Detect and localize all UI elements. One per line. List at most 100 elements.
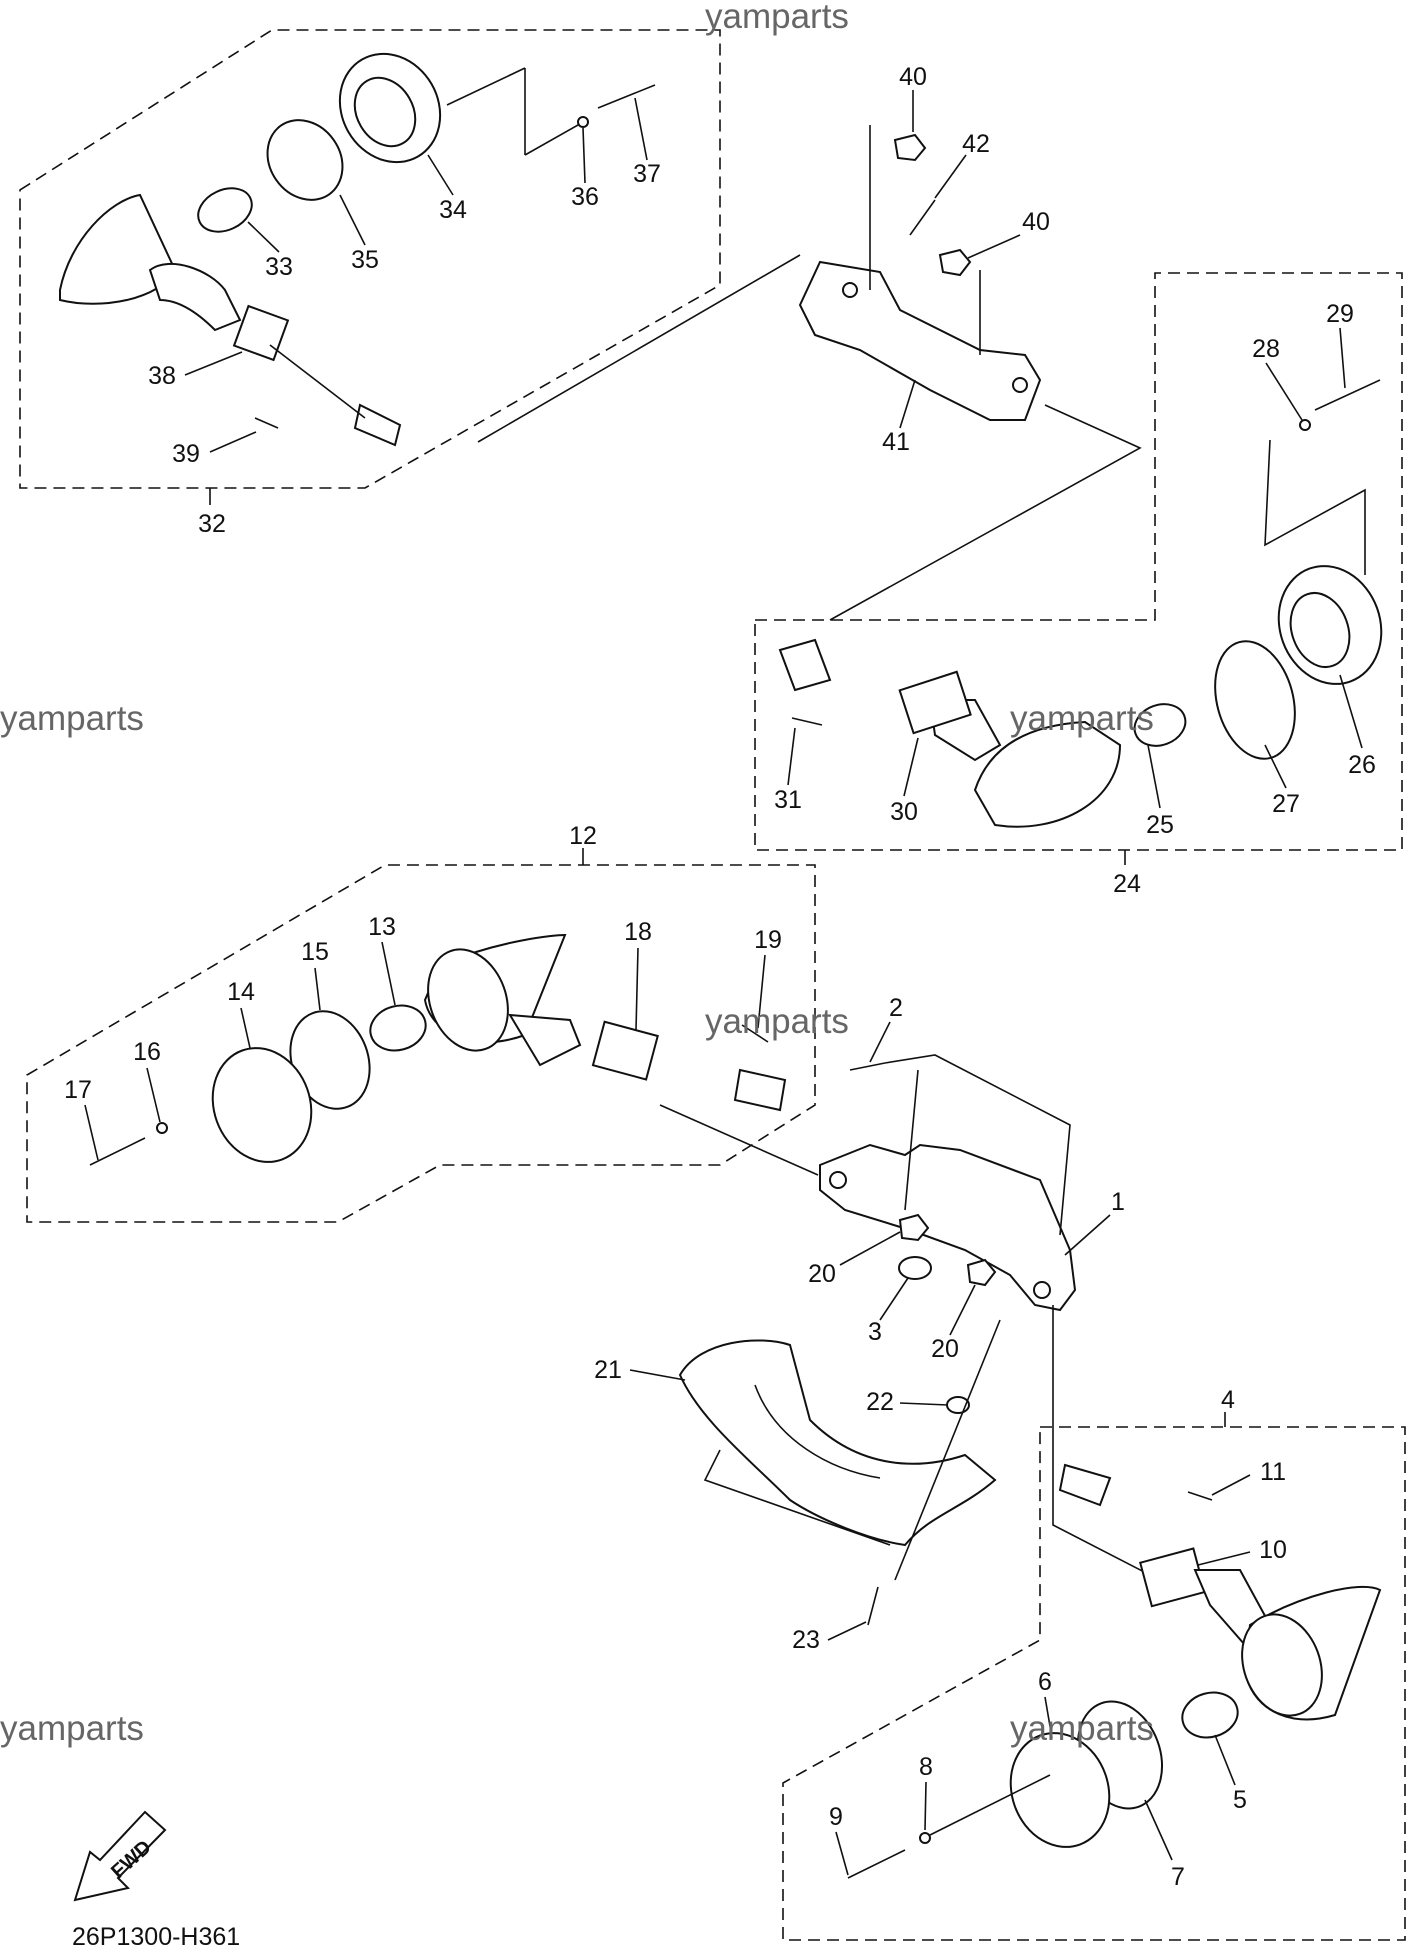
watermark-left-lower: yamparts [0,1709,144,1748]
callout-6: 6 [1038,1668,1052,1696]
callout-29: 29 [1326,300,1354,328]
collar-3 [898,1256,932,1280]
leader-c10 [1197,1551,1251,1566]
leader-c33 [247,221,280,253]
bulb-5 [1181,1691,1239,1739]
callout-9: 9 [829,1803,843,1831]
callout-39: 39 [172,440,200,468]
callout-21: 21 [594,1356,622,1384]
callout-36: 36 [571,183,599,211]
watermark-mid-right: yamparts [1010,699,1154,738]
leader-c18 [635,947,639,1031]
callout-42: 42 [962,130,990,158]
leader-c22 [899,1402,949,1406]
leader-c26 [1339,674,1363,749]
callout-27: 27 [1272,790,1300,818]
callout-22: 22 [866,1388,894,1416]
cover-21 [678,1339,997,1547]
callout-40a: 40 [899,63,927,91]
diagram-code: 26P1300-H361 [72,1923,240,1951]
bracket-1 [819,1143,1077,1312]
callout-28: 28 [1252,335,1280,363]
lens-face-4 [1241,1613,1323,1717]
callout-30: 30 [890,798,918,826]
callout-19: 19 [754,926,782,954]
washer-28 [1299,419,1311,431]
leader-c35 [339,194,366,246]
group-24-outline [754,272,1403,851]
leader-c34 [427,154,454,196]
bracket-30 [898,670,972,735]
callout-1: 1 [1111,1188,1125,1216]
callout-3: 3 [868,1318,882,1346]
screw-19 [741,1024,769,1043]
callout-40b: 40 [1022,208,1050,236]
leader-c17 [84,1104,99,1161]
leader-c23 [827,1621,867,1641]
bulb-13 [369,1004,427,1052]
leader-c9 [835,1831,849,1876]
lens-housing-24 [973,720,1122,828]
wire-lead [269,344,366,419]
nut-40-upper [893,133,927,162]
bolt-42 [909,199,936,236]
callout-38: 38 [148,362,176,390]
washer-8 [919,1832,931,1844]
callout-35: 35 [351,246,379,274]
turn-signal-assembly-12 [89,933,787,1166]
screw-37 [597,84,656,109]
group-4-outline [782,1426,1406,1941]
leader-c11 [1211,1474,1251,1496]
leader-c8 [924,1781,927,1831]
leader-c39 [209,431,257,453]
cover-leader [894,1319,1001,1581]
bracket-41-hole-a [842,282,858,298]
callout-37: 37 [633,160,661,188]
callout-25: 25 [1146,811,1174,839]
connector-plug-12 [733,1068,787,1112]
watermark-lower-right: yamparts [1010,1709,1154,1748]
forward-arrow: FWD [73,1810,167,1902]
leader-c42 [934,154,967,199]
callout-14: 14 [227,978,255,1006]
nut-20-upper [898,1213,930,1242]
leader-c20a [839,1231,901,1266]
leader-c36 [582,127,586,184]
callout-17: 17 [64,1076,92,1104]
nut-20-lower [966,1258,997,1287]
bolt-2 [849,1062,886,1071]
leader-c28 [1265,362,1303,421]
washer-16 [156,1122,168,1134]
bolt-assembly-leader-3 [524,124,579,156]
callout-10: 10 [1259,1536,1287,1564]
rim-26-inner [1289,592,1351,668]
callout-20b: 20 [931,1335,959,1363]
watermark-top: yamparts [705,0,849,36]
cover-assembly-21 [678,1319,1001,1626]
leader-c38 [184,351,243,376]
screw-29-leader [1264,439,1366,575]
lens-face-12 [427,948,509,1052]
leader-c40b [967,234,1021,259]
callout-11: 11 [1260,1458,1286,1486]
bracket-1-hole-b [1033,1281,1051,1299]
callout-33: 33 [265,253,293,281]
leader-c25 [1147,744,1161,809]
callout-12: 12 [569,822,597,850]
callout-5: 5 [1233,1786,1247,1814]
callout-41: 41 [882,428,910,456]
assembly-connection-32-41 [477,254,1142,621]
gasket-35 [266,119,344,201]
rim-34-inner [353,76,417,148]
callout-16: 16 [133,1038,161,1066]
screw-9 [847,1849,906,1879]
bolt-assembly-leader [446,67,526,106]
screw-31 [791,717,823,726]
bracket-41 [798,260,1042,421]
bulb-33 [197,187,253,233]
leader-c37 [634,97,648,161]
bracket-assembly-41 [798,125,1042,421]
group-12-outline [26,864,816,1223]
washer-36 [577,116,589,128]
